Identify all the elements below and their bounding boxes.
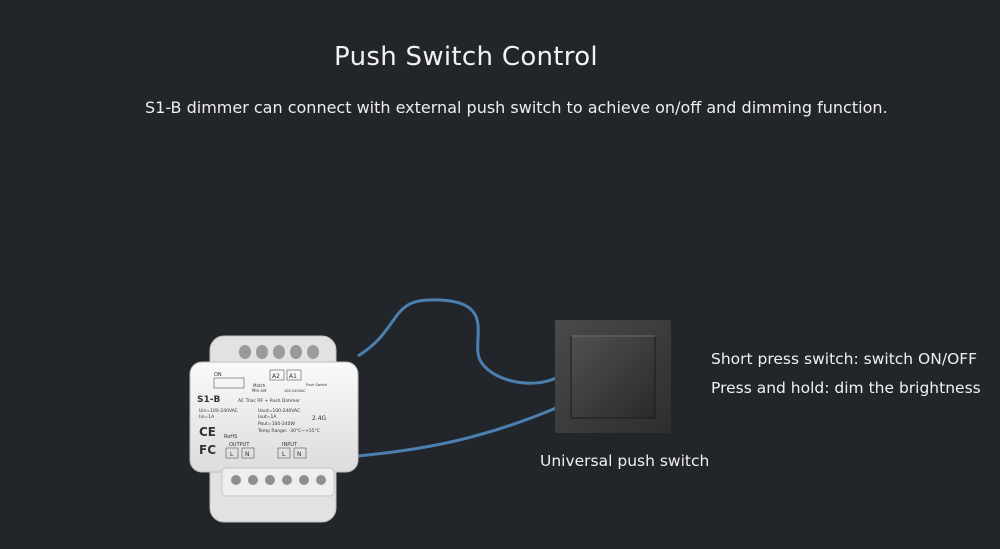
short-press-note: Short press switch: switch ON/OFF (711, 350, 978, 368)
s1b-dimmer-device: ON S1-B AC Triac RF + Push Dimmer A2 A1 … (189, 335, 359, 523)
uout-label: Uout=100-240VAC (258, 408, 300, 414)
device-subtitle: AC Triac RF + Push Dimmer (238, 398, 300, 404)
terminal-a1-label: A1 (289, 373, 297, 380)
input-n-label: N (297, 451, 302, 458)
switch-caption: Universal push switch (540, 452, 710, 470)
terminal-a2-label: A2 (272, 373, 280, 380)
device-model: S1-B (197, 395, 220, 405)
device-on-label: ON (214, 372, 222, 378)
fc-mark: FC (199, 443, 216, 457)
rf-label: 2.4G (312, 415, 327, 422)
input-l-label: L (282, 451, 286, 458)
input-label: INPUT (282, 442, 298, 448)
temp-label: Temp Range: -30°C~+55°C (257, 428, 320, 434)
min-set-label: Min set (252, 388, 267, 393)
vac-label: 100-240VAC (284, 389, 306, 393)
page-title: Push Switch Control (334, 42, 598, 72)
output-l-label: L (230, 451, 234, 458)
push-switch-label: Push Switch (306, 383, 327, 387)
page-subtitle: S1-B dimmer can connect with external pu… (145, 98, 888, 117)
rohs-mark: RoHS (224, 434, 237, 440)
pout-label: Pout=100-240W (258, 421, 295, 427)
iout-label: Iout=1A (258, 414, 277, 420)
connection-wire (357, 298, 557, 385)
push-switch (555, 320, 671, 433)
output-n-label: N (245, 451, 250, 458)
press-hold-note: Press and hold: dim the brightness (711, 379, 981, 397)
ce-mark: CE (199, 425, 216, 439)
match-label: Match (253, 383, 266, 388)
uin-label: Uin=100-240VAC (199, 408, 238, 414)
output-label: OUTPUT (229, 442, 250, 448)
connection-wire-lower (357, 406, 557, 458)
iin-label: Iin=1A (199, 414, 215, 420)
